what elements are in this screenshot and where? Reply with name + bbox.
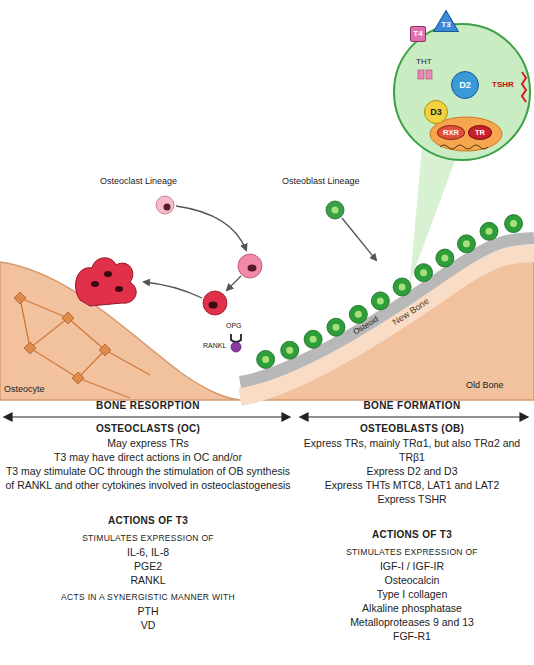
receptor-oval: TR (468, 125, 492, 140)
molecule-label: RANKL (203, 342, 226, 350)
osteoblast-cell (436, 249, 454, 267)
hormone-triangle: T3 (433, 10, 459, 32)
column-text: Express TRs, mainly TRα1, but also TRα2 … (292, 436, 532, 464)
osteoblast-cell (371, 292, 389, 310)
column-text: PGE2 (2, 559, 294, 573)
osteoblast-cell (327, 318, 345, 336)
osteoblast-nucleus (332, 324, 339, 331)
column-subheading: ACTS IN A SYNERGISTIC MANNER WITH (2, 591, 294, 604)
osteoblast-cell (415, 264, 433, 282)
column-heading: OSTEOCLASTS (OC) (2, 422, 294, 436)
column-heading: ACTIONS OF T3 (292, 528, 532, 542)
node-text: TR (475, 129, 485, 137)
osteoblast-nucleus (310, 336, 317, 343)
column-heading: ACTIONS OF T3 (2, 514, 294, 528)
hormone-square: T4 (410, 26, 426, 42)
osteoblast-cell (393, 278, 411, 296)
node-text: D2 (459, 81, 471, 90)
osteoblast-nucleus (420, 269, 427, 276)
osteoblast-cell (480, 222, 498, 240)
receptor-label: TSHR (492, 80, 514, 89)
column-text: VD (2, 618, 294, 632)
node-text: D3 (430, 108, 442, 117)
column-text: FGF-R1 (292, 629, 532, 643)
column-text: May express TRs (2, 436, 294, 450)
osteoblast-nucleus (486, 228, 493, 235)
enzyme-circle: D2 (451, 71, 479, 99)
osteoblast-cell (281, 341, 299, 359)
column-text: IL-6, IL-8 (2, 545, 294, 559)
osteoblast-cell (505, 215, 523, 233)
node-text: T3 (441, 21, 450, 29)
cell-label: Osteocyte (4, 384, 45, 394)
column-text: RANKL (2, 573, 294, 587)
enzyme-circle: D3 (424, 100, 448, 124)
osteoblast-nucleus (441, 255, 448, 262)
triangle-shape (434, 10, 459, 31)
node-text: RXR (443, 129, 459, 137)
section-heading: BONE RESORPTION (38, 400, 258, 412)
receptor-oval: RXR (437, 125, 465, 140)
column-text: Type I collagen (292, 587, 532, 601)
osteoblast-cell (257, 350, 275, 368)
osteoblast-nucleus (262, 356, 269, 363)
text-column: OSTEOBLASTS (OB)Express TRs, mainly TRα1… (292, 422, 532, 643)
molecule-label: OPG (226, 322, 242, 330)
osteoblast-cell (457, 235, 475, 253)
column-text: T3 may have direct actions in OC and/or (2, 450, 294, 464)
osteoblast-nucleus (377, 297, 384, 304)
lineage-label: Osteoclast Lineage (100, 176, 177, 186)
osteoblast-nucleus (463, 240, 470, 247)
osteoblast-cell (304, 330, 322, 348)
text-column: OSTEOCLASTS (OC)May express TRsT3 may ha… (2, 422, 294, 632)
region-label: Old Bone (466, 380, 504, 390)
column-text: IGF-I / IGF-IR (292, 559, 532, 573)
column-text: Metalloproteases 9 and 13 (292, 615, 532, 629)
column-text: PTH (2, 604, 294, 618)
column-subheading: STIMULATES EXPRESSION OF (292, 546, 532, 559)
node-text: T4 (413, 30, 422, 38)
osteoblast-nucleus (399, 283, 406, 290)
osteoblast-nucleus (510, 220, 517, 227)
column-text: T3 may stimulate OC through the stimulat… (2, 464, 294, 492)
column-text: Osteocalcin (292, 573, 532, 587)
column-heading: OSTEOBLASTS (OB) (292, 422, 532, 436)
column-text: Express TSHR (292, 492, 532, 506)
osteoblast-nucleus (286, 347, 293, 354)
column-text: Express D2 and D3 (292, 464, 532, 478)
column-text: Express THTs MTC8, LAT1 and LAT2 (292, 478, 532, 492)
column-text: Alkaline phosphatase (292, 601, 532, 615)
section-heading: BONE FORMATION (302, 400, 522, 412)
transporter-label: THT (416, 57, 432, 66)
lineage-label: Osteoblast Lineage (282, 176, 360, 186)
column-subheading: STIMULATES EXPRESSION OF (2, 532, 294, 545)
osteoblast-nucleus (355, 311, 362, 318)
